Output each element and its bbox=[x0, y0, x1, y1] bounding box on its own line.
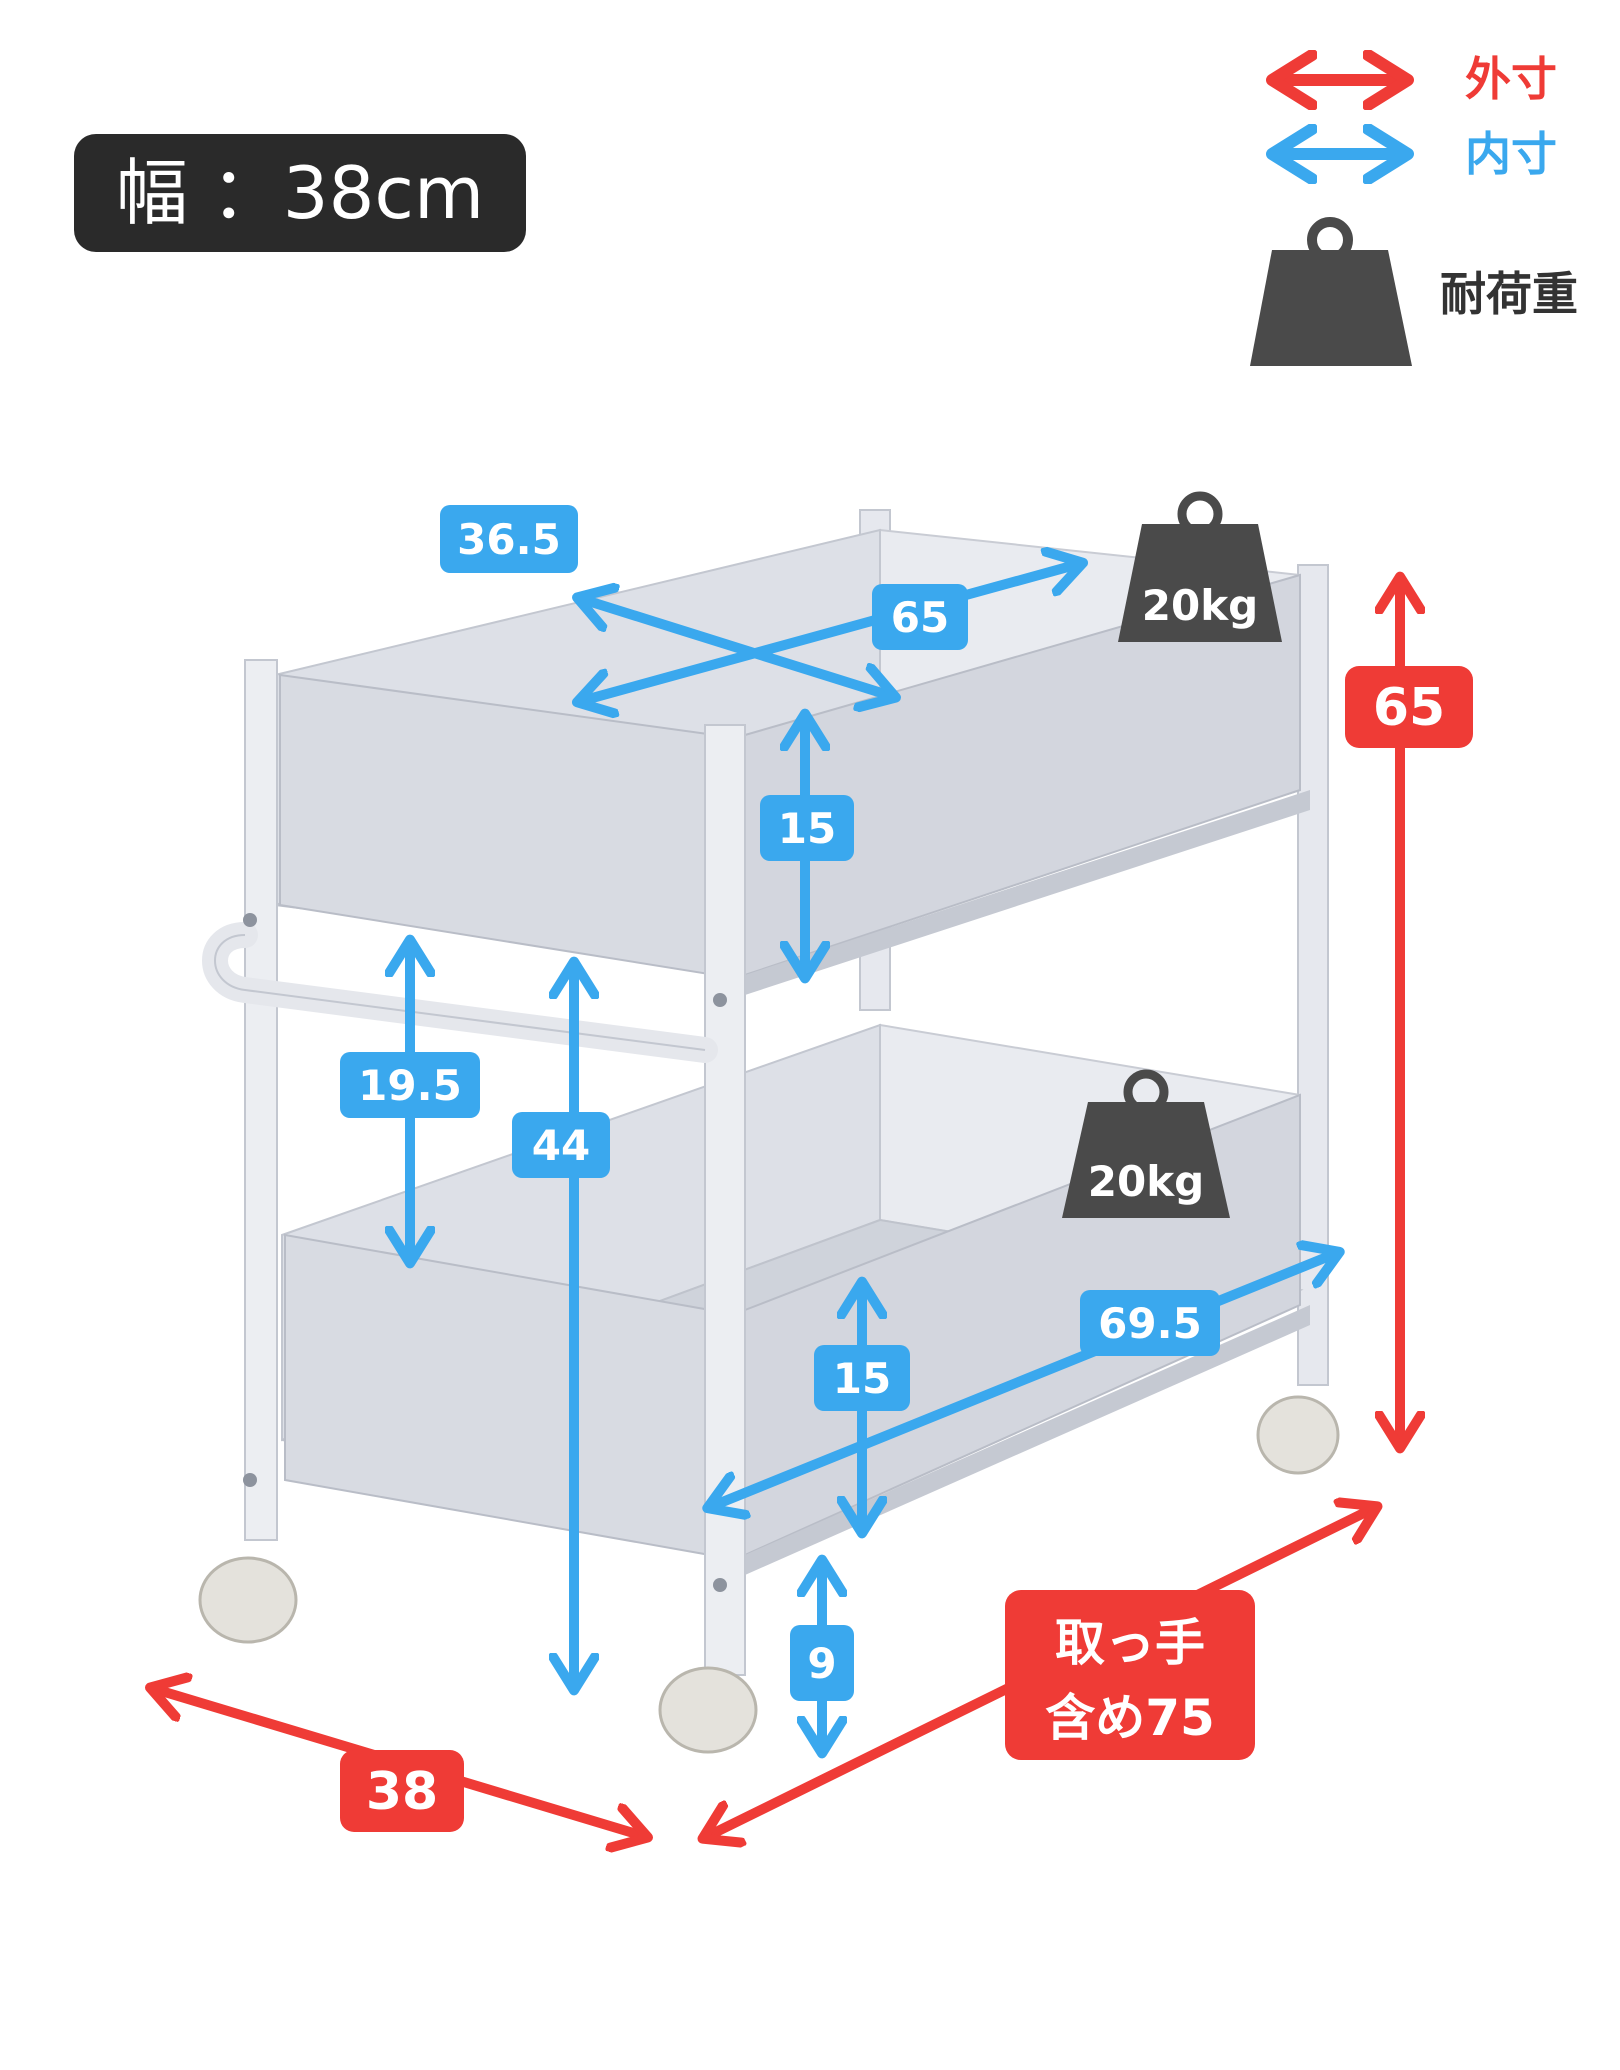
load-bottom-label: 20kg bbox=[1088, 1157, 1204, 1206]
legend-outer-label: 外寸 bbox=[1465, 52, 1557, 106]
inner-labels: 36.5 65 15 19.5 44 69.5 15 9 bbox=[340, 505, 1220, 1701]
outer-labels: 65 38 取っ手 含め75 bbox=[340, 666, 1473, 1832]
inner-depth-bottom-label: 69.5 bbox=[1098, 1299, 1202, 1348]
inner-clearance-label: 19.5 bbox=[358, 1061, 462, 1110]
inner-width-top-label: 36.5 bbox=[457, 515, 561, 564]
inner-lower-height-label: 44 bbox=[532, 1121, 590, 1170]
outer-height-label: 65 bbox=[1373, 678, 1445, 738]
legend-load-label: 耐荷重 bbox=[1440, 267, 1578, 321]
inner-depth-bottom-arrow bbox=[715, 1255, 1332, 1505]
legend-inner-label: 内寸 bbox=[1465, 127, 1557, 181]
inner-depth-top-label: 65 bbox=[891, 593, 949, 642]
outer-depth-label-line1: 取っ手 bbox=[1055, 1614, 1205, 1672]
load-top-label: 20kg bbox=[1142, 581, 1258, 630]
width-badge: 幅 ：38cm bbox=[74, 134, 526, 252]
inner-height-top-label: 15 bbox=[778, 804, 836, 853]
outer-depth-label-line2: 含め75 bbox=[1045, 1689, 1215, 1747]
weight-icon bbox=[1250, 217, 1412, 366]
load-weight-top: 20kg bbox=[1118, 491, 1282, 642]
inner-depth-top-arrow bbox=[585, 565, 1075, 700]
width-badge-text: 幅 ：38cm bbox=[116, 151, 484, 235]
load-weight-bottom: 20kg bbox=[1062, 1069, 1230, 1218]
outer-width-label: 38 bbox=[366, 1762, 438, 1822]
legend: 外寸 内寸 耐荷重 bbox=[1250, 52, 1578, 366]
inner-floor-clearance-label: 9 bbox=[807, 1639, 836, 1688]
inner-height-bottom-label: 15 bbox=[833, 1354, 891, 1403]
